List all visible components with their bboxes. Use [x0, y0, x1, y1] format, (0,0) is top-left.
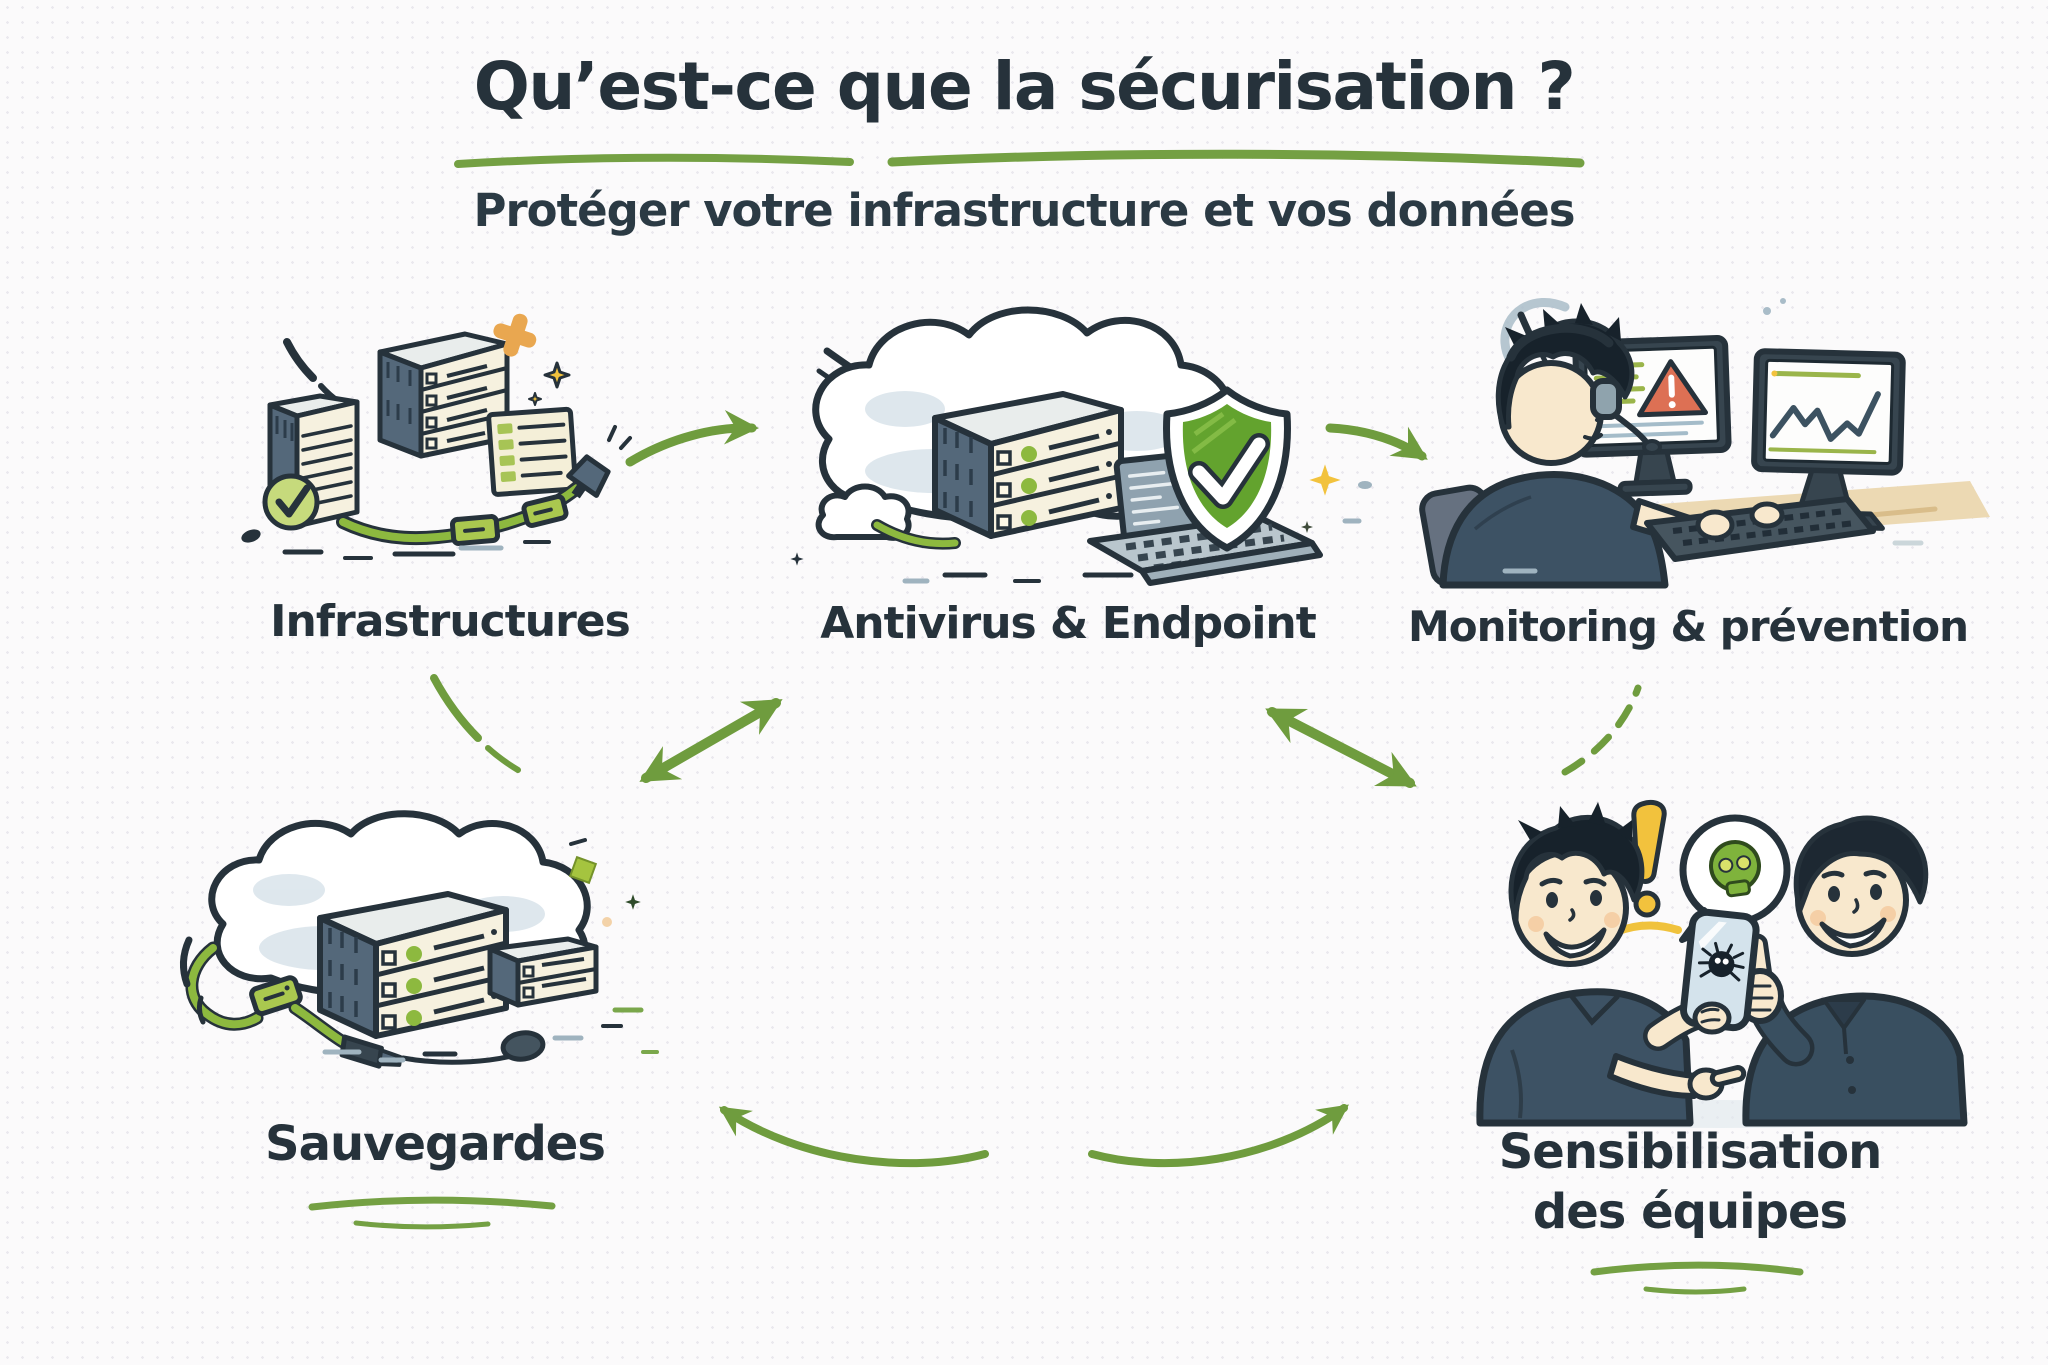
person-pointing — [1476, 802, 1713, 1127]
keyboard-icon — [1644, 496, 1876, 562]
antivirus-endpoint-illustration — [790, 306, 1372, 586]
infrastructures-illustration — [241, 313, 632, 560]
page-title: Qu’est-ce que la sécurisation ? — [473, 48, 1576, 125]
checklist-icon — [486, 406, 579, 497]
cross-icon — [493, 313, 537, 357]
speed-dash-icon — [283, 338, 342, 405]
monitoring-prevention-illustration — [1419, 298, 1990, 589]
label-sauvegardes: Sauvegardes — [265, 1116, 606, 1172]
label-antivirus-endpoint: Antivirus & Endpoint — [820, 598, 1317, 649]
title-underline — [454, 149, 1585, 168]
arrow-antivirus-sauvegardes — [639, 698, 783, 783]
sauvegardes-illustration — [180, 810, 659, 1069]
small-server-icon — [487, 936, 599, 1008]
deco-dash-infra-1 — [430, 674, 482, 742]
sparkle-decorations — [180, 838, 641, 1025]
shield-check-icon — [1163, 386, 1291, 552]
sparkle-star-icon — [528, 361, 571, 406]
ground-dashes — [902, 481, 1372, 584]
sparkle-star-icon — [790, 464, 1341, 566]
ground-dashes — [1502, 540, 1924, 574]
monitor-chart-icon — [1751, 348, 1906, 531]
check-circle-icon — [241, 473, 320, 543]
label-infrastructures: Infrastructures — [270, 596, 631, 647]
deco-dash-infra-2 — [485, 745, 521, 773]
backup-server-rack-icon — [317, 891, 509, 1039]
operator-figure — [1419, 303, 1736, 589]
arrow-to-sensibilisation — [1088, 1104, 1350, 1168]
server-rack-icon — [932, 391, 1124, 539]
arrow-to-sauvegardes — [718, 1106, 989, 1168]
label-monitoring-prevention: Monitoring & prévention — [1407, 602, 1969, 651]
arrow-antivirus-sensibilisation — [1265, 707, 1417, 788]
ground-dashes — [322, 1007, 659, 1063]
page-subtitle: Protéger votre infrastructure et vos don… — [473, 184, 1576, 237]
label-sensibilisation-equipes: Sensibilisation des équipes — [1498, 1124, 1883, 1240]
usb-cable-icon — [185, 941, 546, 1069]
pointing-hand-icon — [1607, 1053, 1747, 1101]
ground-dashes — [282, 540, 551, 560]
dashed-curve-monitoring — [1561, 684, 1642, 776]
holding-hand — [1692, 1001, 1732, 1035]
person-thumbs-up — [1736, 815, 1968, 1127]
sensibilisation-illustration — [1470, 800, 1970, 1128]
